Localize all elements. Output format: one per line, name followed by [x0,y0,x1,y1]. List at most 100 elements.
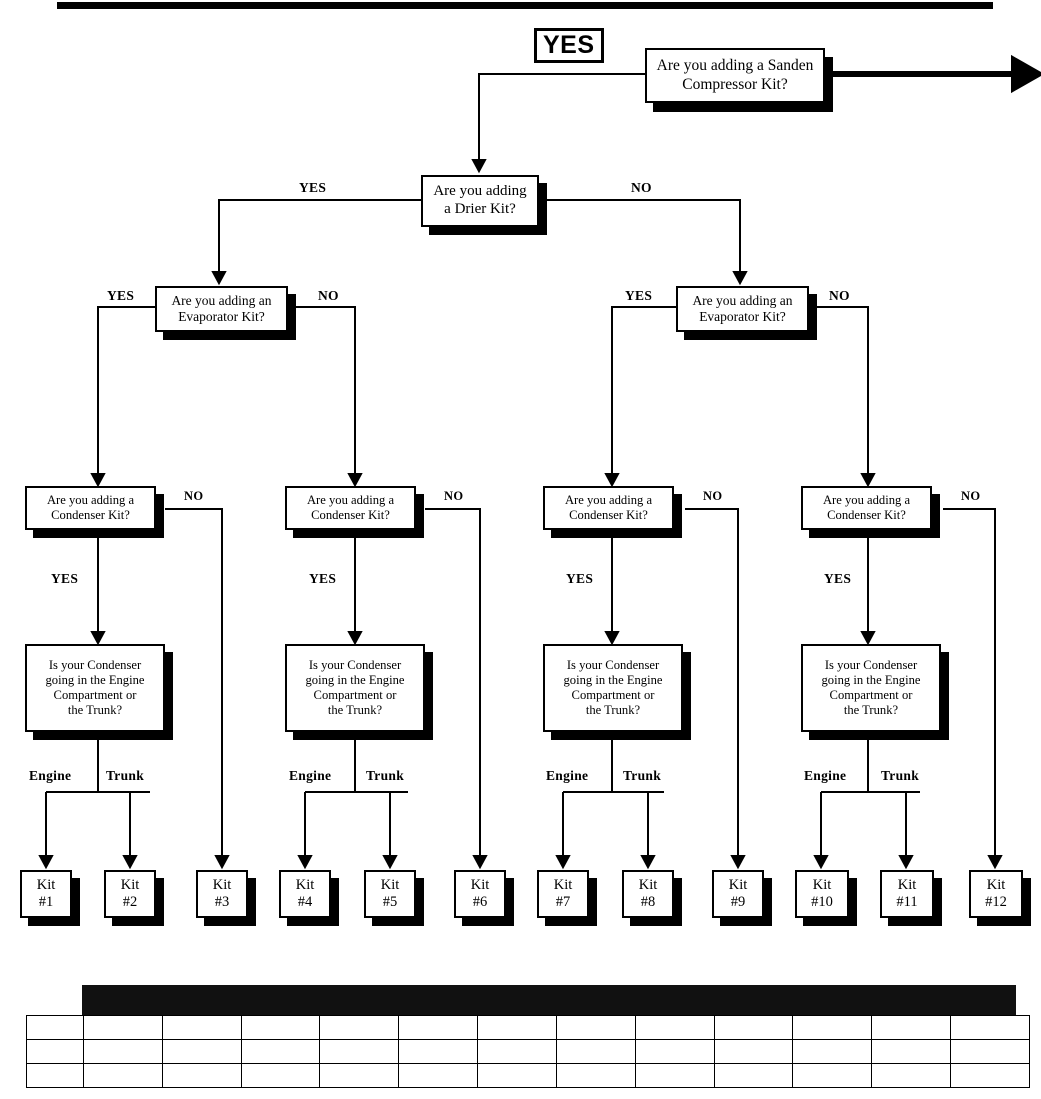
kit-box-9[interactable]: Kit #9 [712,870,764,918]
node-condenser-1[interactable]: Are you adding a Condenser Kit? [25,486,156,530]
top-horizontal-rule [57,2,993,9]
edge-label-drier-no: NO [631,180,652,195]
table-row [26,1039,1030,1064]
table-cell[interactable] [477,1039,557,1064]
node-location-4[interactable]: Is your Condenser going in the Engine Co… [801,644,941,732]
node-condenser-3-label: Are you adding a Condenser Kit? [564,493,653,522]
kit-box-6[interactable]: Kit #6 [454,870,506,918]
table-cell[interactable] [634,1015,715,1040]
table-cell[interactable] [319,1015,400,1040]
edge-label-loc1-engine: Engine [29,768,72,783]
edge-label-cond1-yes: YES [51,571,79,586]
table-cell[interactable] [792,1039,873,1064]
kit-box-10-label: Kit #10 [811,876,833,910]
table-cell[interactable] [555,1063,636,1088]
node-condenser-2[interactable]: Are you adding a Condenser Kit? [285,486,416,530]
kit-box-5[interactable]: Kit #5 [364,870,416,918]
table-cell[interactable] [634,1039,715,1064]
table-cell[interactable] [871,1015,952,1040]
edge-evap-left-yes [90,306,155,488]
table-cell[interactable] [555,1039,636,1064]
edge-label-evap-left-yes: YES [107,288,135,303]
node-location-3[interactable]: Is your Condenser going in the Engine Co… [543,644,683,732]
kit-box-10[interactable]: Kit #10 [795,870,849,918]
node-drier[interactable]: Are you adding a Drier Kit? [421,175,539,227]
table-cell[interactable] [950,1063,1030,1088]
table-cell[interactable] [713,1039,794,1064]
table-cell[interactable] [240,1015,321,1040]
table-cell[interactable] [871,1063,952,1088]
table-cell[interactable] [713,1015,794,1040]
table-cell[interactable] [555,1015,636,1040]
node-evaporator-right[interactable]: Are you adding an Evaporator Kit? [676,286,809,332]
kit-box-4[interactable]: Kit #4 [279,870,331,918]
table-cell[interactable] [398,1063,479,1088]
table-cell[interactable] [319,1063,400,1088]
edge-cond3-no [685,508,746,870]
table-cell[interactable] [26,1063,84,1088]
table-cell[interactable] [161,1063,242,1088]
table-cell[interactable] [792,1063,873,1088]
table-cell[interactable] [240,1063,321,1088]
table-cell[interactable] [950,1039,1030,1064]
table-cell[interactable] [319,1039,400,1064]
node-evaporator-left-label: Are you adding an Evaporator Kit? [171,293,272,324]
node-condenser-4-label: Are you adding a Condenser Kit? [822,493,911,522]
edge-cond4-no [943,508,1003,870]
kit-box-11[interactable]: Kit #11 [880,870,934,918]
table-cell[interactable] [83,1063,163,1088]
table-cell[interactable] [161,1015,242,1040]
node-compressor-label: Are you adding a Sanden Compressor Kit? [656,57,814,93]
table-cell[interactable] [83,1039,163,1064]
table-cell[interactable] [26,1039,84,1064]
edge-label-cond2-no: NO [444,489,464,503]
table-cell[interactable] [950,1015,1030,1040]
node-location-2[interactable]: Is your Condenser going in the Engine Co… [285,644,425,732]
kit-box-12[interactable]: Kit #12 [969,870,1023,918]
edge-label-evap-left-no: NO [318,288,339,303]
edge-label-drier-yes: YES [299,180,327,195]
kit-box-2[interactable]: Kit #2 [104,870,156,918]
node-drier-label: Are you adding a Drier Kit? [433,183,527,217]
edge-evap-left-no [289,306,363,488]
table-cell[interactable] [634,1063,715,1088]
table-cell[interactable] [398,1015,479,1040]
node-location-2-label: Is your Condenser going in the Engine Co… [305,658,405,717]
edge-label-cond2-yes: YES [309,571,337,586]
table-cell[interactable] [83,1015,163,1040]
table-cell[interactable] [161,1039,242,1064]
edge-cond2-no [425,508,488,870]
table-cell[interactable] [26,1015,84,1040]
edge-label-evap-right-yes: YES [625,288,653,303]
kit-box-8[interactable]: Kit #8 [622,870,674,918]
node-location-1[interactable]: Is your Condenser going in the Engine Co… [25,644,165,732]
node-condenser-4[interactable]: Are you adding a Condenser Kit? [801,486,932,530]
edge-label-loc4-trunk: Trunk [881,768,920,783]
kit-box-1[interactable]: Kit #1 [20,870,72,918]
table-header-band [82,985,1016,1015]
table-cell[interactable] [477,1015,557,1040]
edge-label-evap-right-no: NO [829,288,850,303]
node-compressor[interactable]: Are you adding a Sanden Compressor Kit? [645,48,825,103]
table-cell[interactable] [477,1063,557,1088]
bottom-table[interactable] [26,1015,1030,1088]
table-cell[interactable] [240,1039,321,1064]
kit-box-5-label: Kit #5 [380,876,400,910]
kit-box-1-label: Kit #1 [36,876,56,910]
edge-evap-right-yes [604,306,676,488]
kit-box-7[interactable]: Kit #7 [537,870,589,918]
node-condenser-3[interactable]: Are you adding a Condenser Kit? [543,486,674,530]
edge-compressor-yes [471,73,645,174]
kit-box-9-label: Kit #9 [728,876,748,910]
edge-label-loc4-engine: Engine [804,768,847,783]
node-condenser-1-label: Are you adding a Condenser Kit? [46,493,135,522]
node-evaporator-left[interactable]: Are you adding an Evaporator Kit? [155,286,288,332]
table-cell[interactable] [792,1015,873,1040]
edge-label-cond3-no: NO [703,489,723,503]
kit-box-3[interactable]: Kit #3 [196,870,248,918]
table-cell[interactable] [398,1039,479,1064]
table-cell[interactable] [713,1063,794,1088]
table-cell[interactable] [871,1039,952,1064]
kit-box-7-label: Kit #7 [553,876,573,910]
